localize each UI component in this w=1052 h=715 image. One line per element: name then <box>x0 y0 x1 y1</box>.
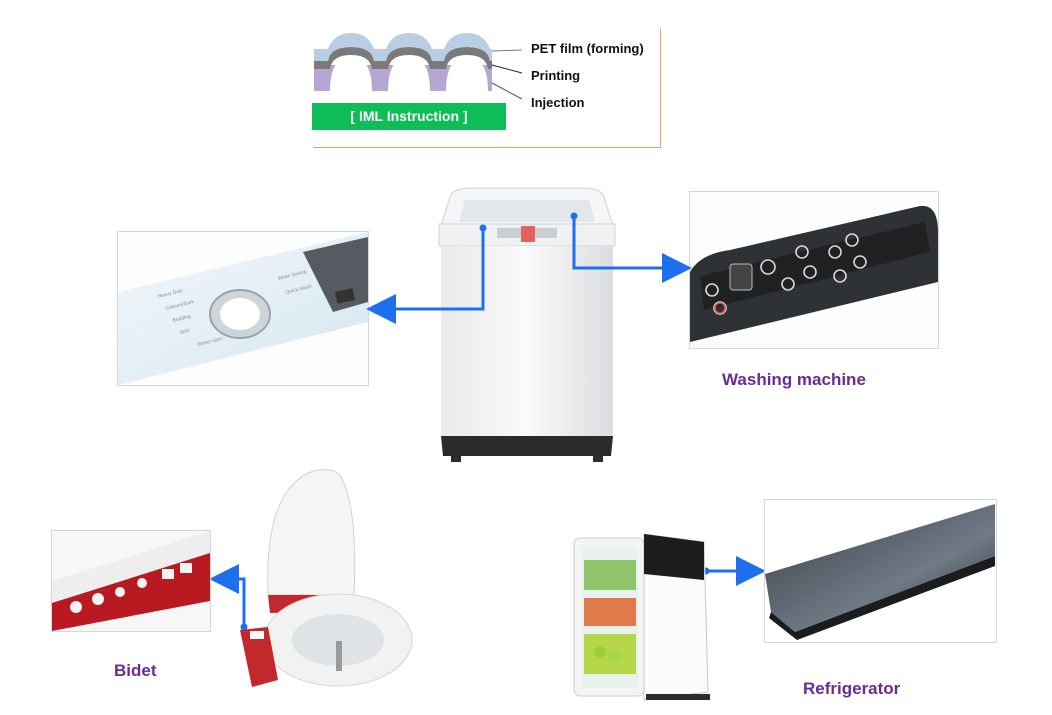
iml-instruction-banner: [ IML Instruction ] <box>312 103 506 130</box>
refrigerator-caption: Refrigerator <box>803 679 901 698</box>
pet-film-label: PET film (forming) <box>531 41 644 56</box>
svg-text:Spin: Spin <box>179 328 190 336</box>
refrigerator-image <box>573 533 710 701</box>
printing-layer <box>314 47 492 69</box>
refrigerator-panel-photo <box>764 499 997 643</box>
arrow-to-touch-panel <box>572 216 692 283</box>
refrigerator-panel-image <box>765 500 996 642</box>
washing-machine-image <box>438 187 616 462</box>
washer-touch-panel-image <box>690 192 938 348</box>
bidet-image <box>240 469 413 687</box>
arrow-to-bidet-panel <box>209 564 246 627</box>
printing-label: Printing <box>531 68 581 83</box>
washer-dial-panel-image: Heavy Duty Colours/Dark Bedding Spin Rin… <box>118 232 368 385</box>
bidet-panel-photo <box>51 530 211 632</box>
arrow-to-dial-panel <box>366 228 485 324</box>
washing-machine-caption: Washing machine <box>722 370 866 389</box>
washer-touch-panel-photo <box>689 191 939 349</box>
pet-film-layer <box>314 33 492 61</box>
iml-layer-diagram <box>314 33 523 100</box>
iml-diagram-frame <box>313 28 661 148</box>
bidet-panel-image <box>52 531 210 631</box>
svg-text:Bedding: Bedding <box>172 314 191 324</box>
bidet-caption: Bidet <box>114 661 157 680</box>
washer-dial-panel-photo: Heavy Duty Colours/Dark Bedding Spin Rin… <box>117 231 369 386</box>
injection-label: Injection <box>531 95 585 110</box>
